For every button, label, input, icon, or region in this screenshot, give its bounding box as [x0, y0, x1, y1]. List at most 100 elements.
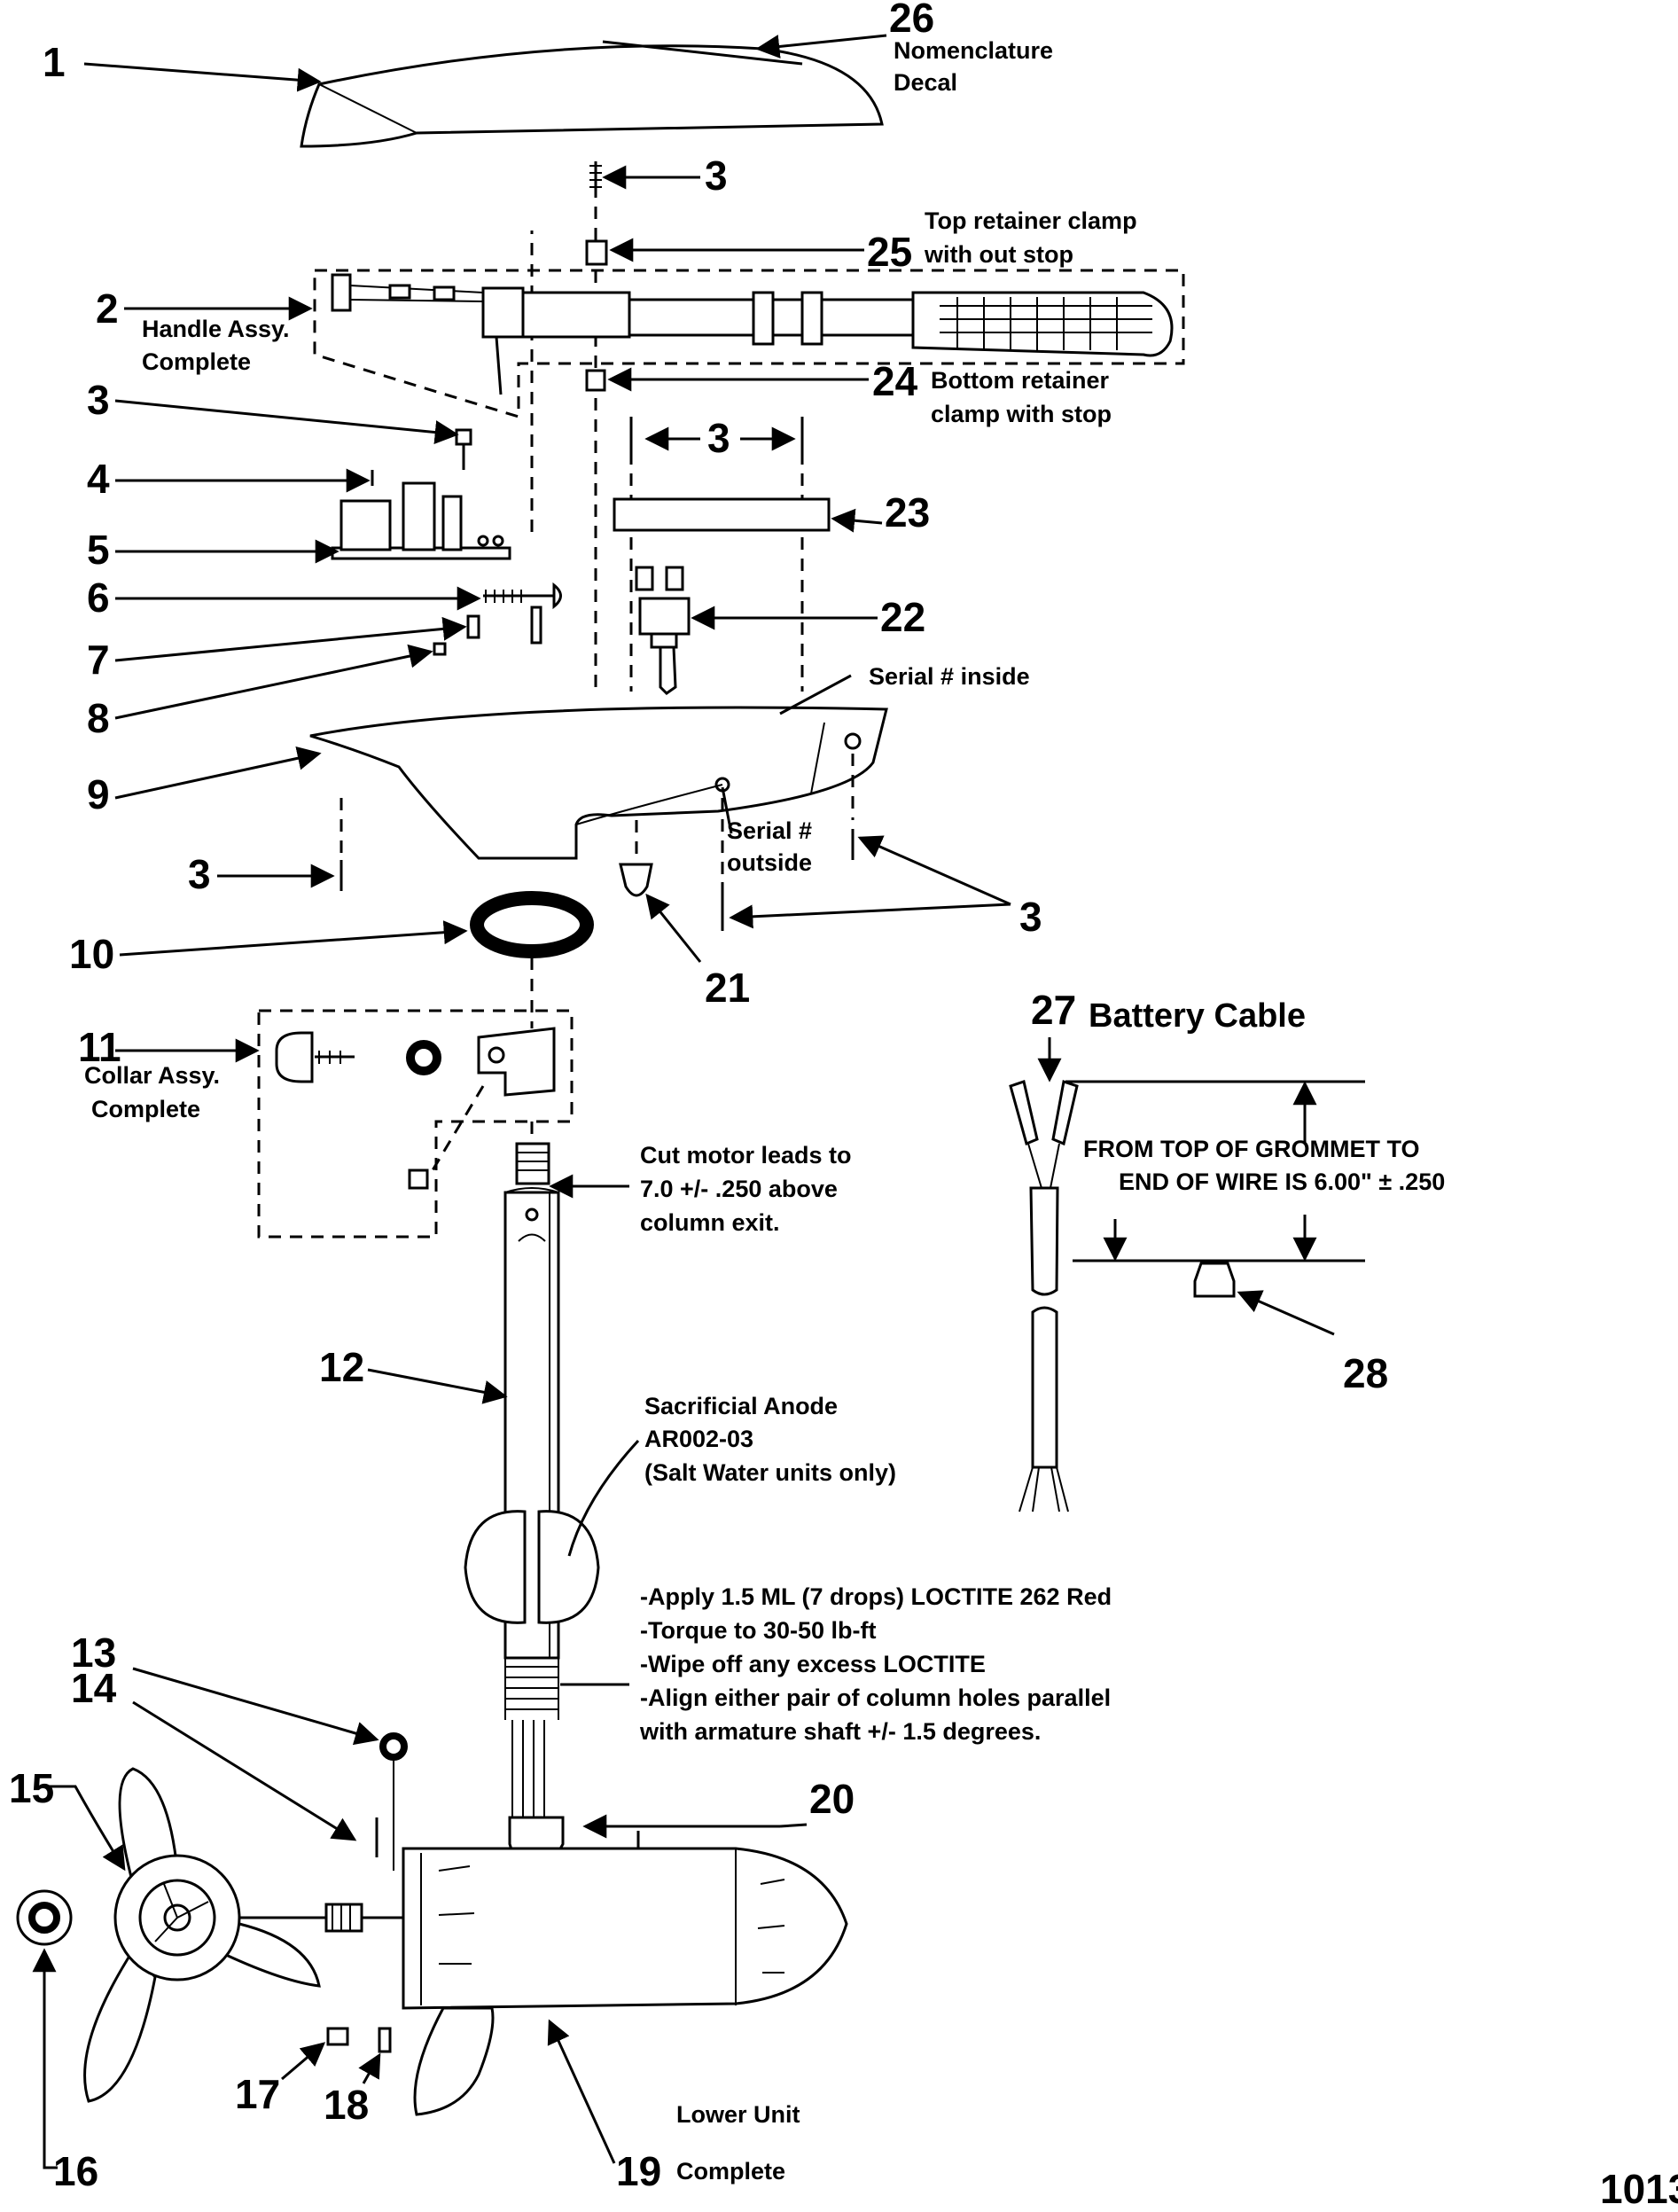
washer-part: [466, 614, 480, 639]
battery-cable-part: [1009, 1080, 1079, 1512]
label-battery-cable: Battery Cable: [1089, 997, 1306, 1035]
leader-serial-inside: [779, 674, 852, 715]
pcb-part: [331, 470, 511, 560]
leader-8: [114, 644, 433, 720]
screw-part: [455, 428, 472, 470]
callout-12: 12: [319, 1344, 364, 1390]
label-serial-outside: Serial #: [727, 817, 812, 844]
label-lower-unit: Lower Unit: [676, 2101, 800, 2128]
label-handle-2: Complete: [142, 348, 251, 375]
leader-3: [729, 903, 1011, 929]
callout-23: 23: [885, 489, 930, 535]
callout-10: 10: [69, 931, 114, 977]
screw-pair-part: [629, 417, 804, 692]
callout-3: 3: [87, 377, 110, 423]
callout-17: 17: [235, 2071, 280, 2117]
leader-15: [49, 1785, 126, 1872]
callout-26: 26: [889, 0, 934, 41]
decal-line: [602, 40, 803, 66]
callout-25: 25: [867, 229, 912, 275]
callout-18: 18: [324, 2082, 369, 2128]
callout-20: 20: [809, 1776, 855, 1822]
grommet-part: [619, 820, 653, 897]
collar-assembly-part: [275, 1027, 556, 1190]
label-anode-2: AR002-03: [644, 1426, 753, 1452]
label-lower-unit-2: Complete: [676, 2158, 785, 2185]
label-serial-outside-2: outside: [727, 849, 812, 876]
screw-part: [340, 754, 855, 931]
leader-28: [1237, 1290, 1335, 1336]
ring-part: [470, 891, 594, 958]
lower-unit-part: [402, 1816, 848, 2116]
callout-1: 1: [43, 39, 66, 85]
callout-3: 3: [707, 415, 730, 461]
leader-1: [83, 62, 322, 92]
propeller-part: [83, 1767, 321, 2103]
leader-26: [755, 34, 887, 59]
leader-14: [132, 1700, 357, 1841]
label-cut-leads-3: column exit.: [640, 1209, 780, 1236]
bottom-retainer-clamp-part: [585, 369, 606, 392]
label-top-clamp-2: with out stop: [924, 241, 1073, 268]
callout-28: 28: [1343, 1350, 1388, 1396]
label-collar-2: Complete: [91, 1096, 200, 1122]
washer-part: [379, 1732, 408, 1761]
callout-24: 24: [872, 358, 918, 404]
prop-shaft-part: [230, 1903, 403, 1933]
prop-nut-part: [28, 1902, 60, 1934]
callout-3: 3: [188, 851, 211, 897]
callout-14: 14: [71, 1665, 117, 1711]
label-note-5: with armature shaft +/- 1.5 degrees.: [639, 1718, 1041, 1745]
callout-16: 16: [53, 2148, 98, 2194]
shaft-column-part: [464, 1122, 600, 1817]
label-grommet-2: END OF WIRE IS 6.00" ± .250: [1119, 1169, 1445, 1195]
leader-13: [132, 1667, 379, 1746]
top-retainer-clamp-part: [585, 239, 608, 266]
leader-7: [114, 616, 467, 662]
label-collar: Collar Assy.: [84, 1062, 220, 1089]
lower-housing-part: [309, 706, 888, 860]
screw-part: [326, 2027, 349, 2046]
callout-6: 6: [87, 574, 110, 621]
strip-part: [613, 497, 831, 532]
screw-part: [589, 161, 602, 191]
leader-20: [779, 1823, 808, 1828]
label-handle: Handle Assy.: [142, 316, 290, 342]
grommet-part: [1193, 1262, 1236, 1298]
top-cover-part: [300, 44, 884, 148]
label-grommet: FROM TOP OF GROMMET TO: [1083, 1136, 1420, 1162]
leader-3: [114, 399, 459, 445]
page-number: 1013: [1600, 2166, 1678, 2212]
label-anode-3: (Salt Water units only): [644, 1459, 896, 1486]
leader-16: [32, 1948, 58, 2169]
label-note-4: -Align either pair of column holes paral…: [640, 1684, 1111, 1711]
leader-17: [281, 2042, 326, 2081]
callout-13: 13: [71, 1630, 116, 1676]
switch-part: [635, 566, 691, 695]
leader-3: [857, 835, 1011, 906]
label-cut-leads: Cut motor leads to: [640, 1142, 852, 1169]
leader-anode: [567, 1439, 640, 1557]
label-decal: Decal: [894, 69, 957, 96]
label-bottom-clamp: Bottom retainer: [931, 367, 1110, 394]
label-bottom-clamp-2: clamp with stop: [931, 401, 1112, 427]
callout-8: 8: [87, 695, 110, 741]
leader-12: [367, 1368, 508, 1404]
leader-19: [547, 2019, 616, 2164]
callout-15: 15: [9, 1765, 54, 1811]
bolt-part: [483, 582, 562, 645]
leader-21: [645, 893, 702, 963]
label-note-2: -Torque to 30-50 lb-ft: [640, 1617, 877, 1644]
nut-part: [433, 642, 447, 656]
label-cut-leads-2: 7.0 +/- .250 above: [640, 1176, 838, 1202]
label-note-1: -Apply 1.5 ML (7 drops) LOCTITE 262 Red: [640, 1583, 1112, 1610]
callout-19: 19: [616, 2148, 661, 2194]
leader-23: [831, 508, 883, 533]
callout-3: 3: [1019, 894, 1042, 940]
callout-9: 9: [87, 771, 110, 817]
pin-part: [378, 2027, 392, 2053]
callout-22: 22: [880, 594, 925, 640]
leader-serial-outside: [721, 786, 733, 834]
leader-18: [358, 2052, 381, 2084]
